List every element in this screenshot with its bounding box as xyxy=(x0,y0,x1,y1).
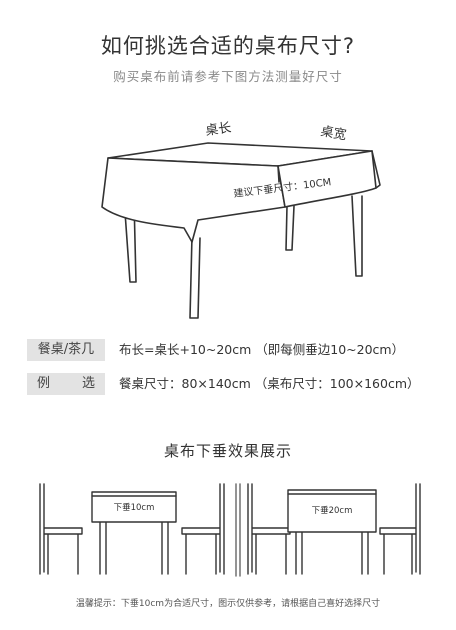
chair-right-1 xyxy=(181,483,225,575)
table-length-label: 桌长 xyxy=(204,120,232,138)
tablecloth-10cm xyxy=(91,491,177,523)
example-text: 餐桌尺寸：80×140cm （桌布尺寸：100×160cm） xyxy=(119,376,420,391)
drop-20cm-label: 下垂20cm xyxy=(312,505,353,516)
showcase-scene-10cm xyxy=(39,483,225,575)
table-leg-back-right xyxy=(351,195,363,277)
table-leg-back-left xyxy=(123,197,137,283)
page-subtitle: 购买桌布前请参考下图方法测量好尺寸 xyxy=(113,69,343,84)
drop-showcase: 下垂10cm 下垂20cm xyxy=(39,483,421,577)
example-label-left: 例 xyxy=(37,376,51,391)
drop-10cm-label: 下垂10cm xyxy=(114,502,155,513)
page-title: 如何挑选合适的桌布尺寸? xyxy=(100,34,356,58)
tablecloth-front-drape xyxy=(101,157,286,243)
table-leg-front-right xyxy=(285,205,295,251)
chair-right-2 xyxy=(379,483,421,575)
example-label: 例 选 xyxy=(27,373,105,395)
tablecloth-20cm xyxy=(287,489,377,533)
scene-divider xyxy=(235,483,241,577)
category-label: 餐桌/茶几 xyxy=(27,339,105,361)
category-label-text: 餐桌/茶几 xyxy=(37,342,95,357)
drop-indicator xyxy=(277,165,280,183)
table-leg-front-left xyxy=(189,235,201,319)
table-legs-1 xyxy=(99,519,169,575)
chair-left-1 xyxy=(39,483,83,575)
table-diagram: 桌长 桌宽 建议下垂尺寸：10CM xyxy=(101,120,381,319)
showcase-title: 桌布下垂效果展示 xyxy=(163,442,292,460)
table-width-label: 桌宽 xyxy=(319,123,347,143)
showcase-scene-20cm xyxy=(247,483,421,575)
chair-left-2 xyxy=(247,483,291,575)
table-legs-2 xyxy=(295,529,369,575)
footer-note: 温馨提示：下垂10cm为合适尺寸，图示仅供参考，请根据自己喜好选择尺寸 xyxy=(75,599,381,609)
example-label-right: 选 xyxy=(81,376,95,391)
size-formula: 布长=桌长+10~20cm （即每侧垂边10~20cm） xyxy=(119,342,405,357)
